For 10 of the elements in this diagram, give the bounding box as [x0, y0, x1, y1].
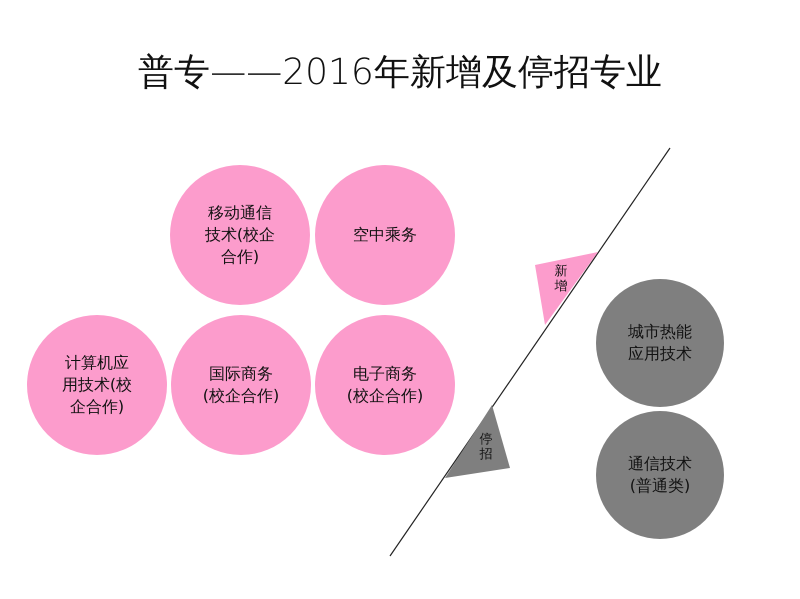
- circle-label: 计算机应用技术(校企合作): [60, 352, 134, 418]
- tag-label: 新增: [554, 264, 568, 294]
- tag-label: 停招: [479, 432, 493, 462]
- circle-label: 电子商务(校企合作): [346, 363, 424, 407]
- circle-label: 移动通信技术(校企合作): [204, 202, 276, 268]
- page-title: 普专——2016年新增及停招专业: [137, 51, 663, 95]
- circle-label: 城市热能应用技术: [627, 321, 693, 365]
- circle-label: 国际商务(校企合作): [202, 363, 280, 407]
- circle-label: 通信技术(普通类): [627, 453, 693, 497]
- circle-label: 空中乘务: [352, 224, 418, 246]
